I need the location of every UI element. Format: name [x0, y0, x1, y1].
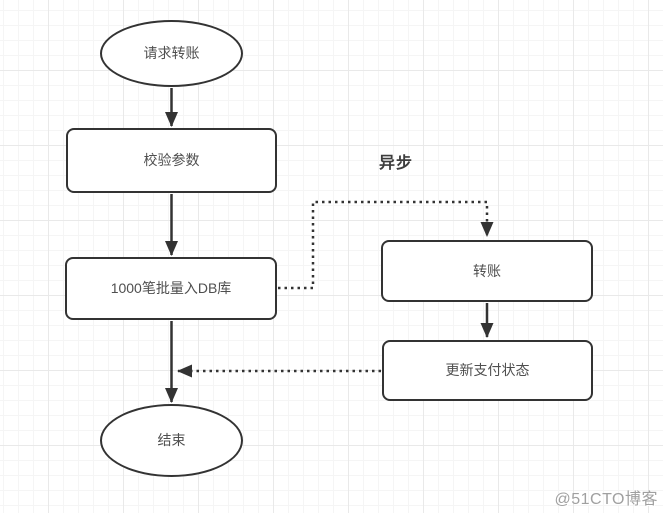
node-transfer-label: 转账 [473, 262, 501, 279]
node-batch-insert-db: 1000笔批量入DB库 [65, 257, 277, 320]
node-transfer: 转账 [381, 240, 593, 302]
node-start-label: 请求转账 [143, 45, 200, 62]
node-validate-params: 校验参数 [66, 128, 277, 193]
node-end-label: 结束 [157, 432, 186, 449]
node-batch-insert-db-label: 1000笔批量入DB库 [110, 280, 232, 297]
node-validate-params-label: 校验参数 [143, 152, 200, 169]
node-end: 结束 [100, 404, 243, 477]
edge-annotation-async: 异步 [379, 155, 414, 172]
node-start: 请求转账 [100, 20, 243, 87]
node-update-payment-status: 更新支付状态 [382, 340, 593, 401]
node-update-payment-status-label: 更新支付状态 [445, 362, 530, 379]
watermark: @51CTO博客 [554, 491, 658, 508]
edge-batch-transfer-dotted [278, 200, 494, 290]
